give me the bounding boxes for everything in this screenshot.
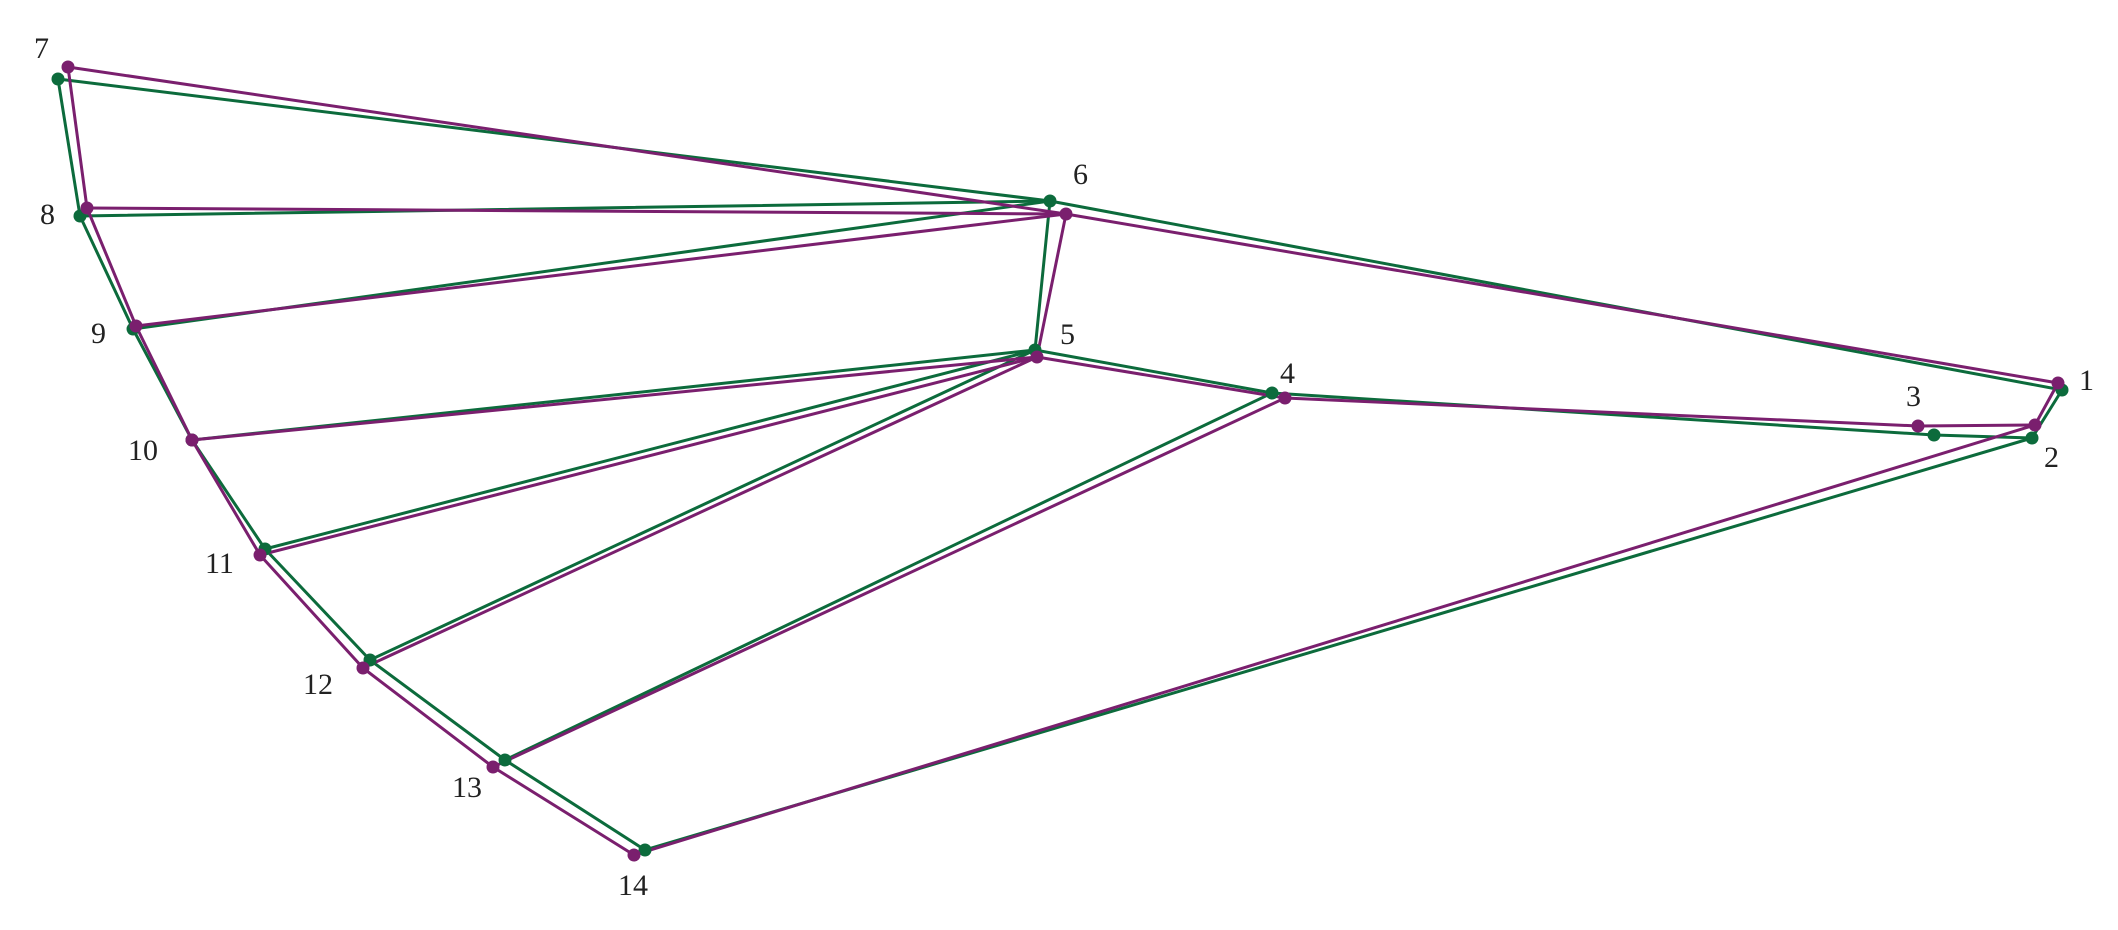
green-edge-12-5 [368,348,1037,662]
green-edge-13-4 [503,391,1274,762]
purple-point-10 [185,433,199,447]
purple-point-7 [61,60,75,74]
green-edge-8-6 [78,199,1052,218]
purple-edge-6-7 [66,65,1068,216]
green-edge-4-5 [1033,348,1274,395]
landmark-label-4: 4 [1280,357,1295,390]
green-point-13 [498,753,512,767]
purple-edge-4-5 [1035,355,1287,400]
green-edge-3-4 [1270,391,1936,437]
green-shape-points [51,72,2069,857]
purple-point-8 [80,201,94,215]
purple-edge-3-4 [1283,396,1920,428]
landmark-label-2: 2 [2044,441,2059,474]
green-edge-13-14 [503,758,647,852]
purple-edge-11-12 [258,553,365,670]
green-point-6 [1043,194,1057,208]
purple-edge-2-3 [1916,423,2037,428]
green-edge-11-12 [263,547,372,662]
purple-edge-9-6 [134,212,1068,328]
landmark-label-12: 12 [303,668,333,701]
purple-edge-13-14 [491,765,636,857]
purple-point-12 [356,661,370,675]
purple-edge-12-13 [361,666,495,769]
purple-edge-1-2 [2033,381,2060,427]
green-edge-11-5 [263,348,1037,551]
purple-edge-10-5 [190,355,1039,442]
landmark-label-7: 7 [34,32,49,65]
purple-point-9 [129,319,143,333]
purple-edge-8-6 [85,206,1068,216]
landmark-labels: 1 2 3 4 5 6 7 8 9 10 11 12 13 14 [34,32,2094,902]
landmark-label-1: 1 [2079,364,2094,397]
green-edge-5-6 [1033,199,1052,352]
purple-edge-11-5 [258,355,1039,557]
purple-edge-14-2 [632,423,2037,857]
purple-edge-5-6 [1035,212,1068,359]
landmark-label-8: 8 [40,198,55,231]
purple-point-1 [2051,376,2065,390]
landmark-label-10: 10 [128,434,158,467]
green-edge-12-13 [368,658,507,762]
purple-point-5 [1030,350,1044,364]
purple-point-14 [627,848,641,862]
purple-edge-8-9 [85,206,138,328]
purple-edge-6-1 [1064,212,2060,385]
landmark-label-14: 14 [618,869,648,902]
landmark-label-11: 11 [205,547,234,580]
landmark-label-9: 9 [91,317,106,350]
green-shape-edges [56,77,2064,852]
purple-shape-points [61,60,2065,862]
purple-point-4 [1278,391,1292,405]
purple-point-2 [2028,418,2042,432]
green-point-2 [2025,431,2039,445]
green-point-4 [1265,386,1279,400]
purple-point-6 [1059,207,1073,221]
purple-point-3 [1911,419,1925,433]
purple-shape-edges [66,65,2060,857]
landmark-label-6: 6 [1073,158,1088,191]
green-point-7 [51,72,65,86]
purple-edge-9-10 [134,324,194,442]
green-point-3 [1927,428,1941,442]
green-edge-6-1 [1048,199,2064,392]
green-point-14 [638,843,652,857]
landmark-label-3: 3 [1906,380,1921,413]
purple-edge-7-8 [66,65,89,210]
purple-point-11 [253,548,267,562]
purple-point-13 [486,760,500,774]
green-edge-2-3 [1932,433,2034,440]
purple-edge-10-11 [190,438,262,557]
green-edge-8-9 [78,214,135,331]
landmark-label-5: 5 [1060,318,1075,351]
purple-edge-13-4 [491,396,1287,769]
landmark-label-13: 13 [452,771,482,804]
purple-edge-12-5 [361,355,1039,670]
green-edge-7-8 [56,77,82,218]
